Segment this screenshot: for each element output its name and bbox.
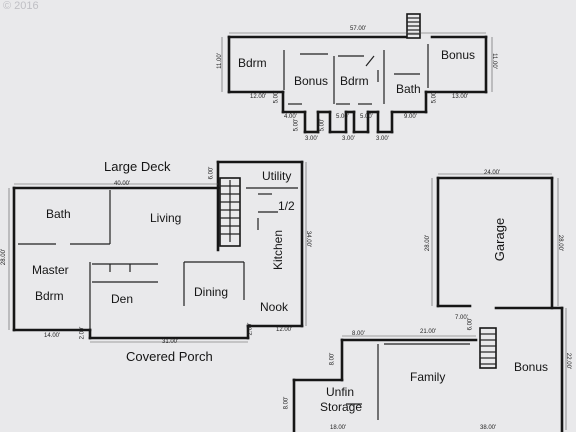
main-dim-14: 14.00' — [44, 333, 61, 339]
lower-floor-walls — [292, 176, 564, 432]
upper-dim-12: 12.00' — [250, 94, 267, 100]
upper-dim-5e: 5.00' — [336, 114, 349, 120]
main-floor-walls — [12, 160, 304, 340]
master-label: Master — [32, 263, 69, 277]
upper-stairs — [406, 13, 421, 39]
upper-dim-3a: 3.00' — [305, 136, 318, 142]
main-dim-12: 12.00' — [276, 327, 293, 333]
utility-label: Utility — [262, 169, 292, 183]
lower-dim-22: 22.00' — [565, 352, 572, 370]
upper-bonus-1-label: Bonus — [294, 74, 329, 88]
lower-dim-28a: 28.00' — [425, 234, 432, 252]
lower-stairs — [479, 327, 497, 369]
garage-label: Garage — [492, 217, 508, 262]
main-dim-2a: 2.00' — [79, 326, 86, 340]
lower-dim-38: 38.00' — [480, 425, 497, 431]
upper-dim-9: 9.00' — [404, 114, 417, 120]
upper-dim-right: 11.00' — [490, 53, 497, 69]
main-stairs — [219, 177, 241, 247]
upper-dim-3c: 3.00' — [376, 136, 389, 142]
storage-label: Storage — [320, 400, 363, 414]
main-dim-40: 40.00' — [114, 181, 131, 187]
master-bdrm-label: Bdrm — [35, 289, 64, 303]
upper-dim-13: 13.00' — [452, 94, 469, 100]
main-dim-31: 31.00' — [162, 339, 179, 345]
upper-bonus-2-label: Bonus — [441, 48, 476, 62]
lower-bonus-label: Bonus — [514, 360, 549, 374]
upper-dim-3b: 3.00' — [342, 136, 355, 142]
main-bath-label: Bath — [46, 207, 71, 221]
lower-dim-24: 24.00' — [484, 170, 501, 176]
half-bath-label: 1/2 — [278, 199, 295, 213]
upper-floor-walls — [227, 35, 488, 134]
upper-dim-5b: 5.00' — [431, 90, 438, 104]
lower-dim-8b: 8.00' — [329, 352, 336, 366]
upper-dim-width: 57.00' — [350, 26, 367, 32]
lower-dim-8c: 8.00' — [283, 396, 290, 410]
lower-dim-18: 18.00' — [330, 425, 347, 431]
nook-label: Nook — [260, 300, 289, 314]
kitchen-label: Kitchen — [271, 229, 286, 271]
unfin-label: Unfin — [326, 385, 355, 399]
main-dim-6: 6.00' — [208, 166, 215, 180]
living-label: Living — [150, 211, 182, 225]
family-label: Family — [410, 370, 446, 384]
large-deck-label: Large Deck — [104, 159, 171, 174]
lower-dim-28b: 28.00' — [557, 234, 564, 252]
lower-dim-6: 6.00' — [467, 317, 474, 331]
den-label: Den — [111, 292, 134, 306]
lower-dim-7: 7.00' — [455, 315, 468, 321]
main-dim-2b: 2.00' — [247, 322, 254, 336]
dining-label: Dining — [194, 285, 229, 299]
upper-bdrm-1-label: Bdrm — [238, 56, 267, 70]
upper-dim-5c: 5.00' — [293, 118, 300, 132]
upper-dim-left: 11.00' — [216, 53, 223, 69]
lower-dim-21: 21.00' — [420, 329, 437, 335]
lower-dim-8a: 8.00' — [352, 331, 365, 337]
upper-dim-4: 4.00' — [284, 114, 297, 120]
main-dim-34: 34.00' — [305, 230, 312, 248]
upper-bdrm-2-label: Bdrm — [340, 74, 369, 88]
covered-porch-label: Covered Porch — [126, 349, 213, 364]
upper-dim-5a: 5.00' — [273, 90, 280, 104]
upper-bath-label: Bath — [396, 82, 421, 96]
main-dim-28: 28.00' — [1, 248, 8, 266]
upper-dim-5f: 5.00' — [360, 114, 373, 120]
upper-dim-5d: 5.00' — [319, 118, 326, 132]
dimension-lines — [8, 32, 567, 430]
watermark: © 2016 — [3, 0, 39, 12]
